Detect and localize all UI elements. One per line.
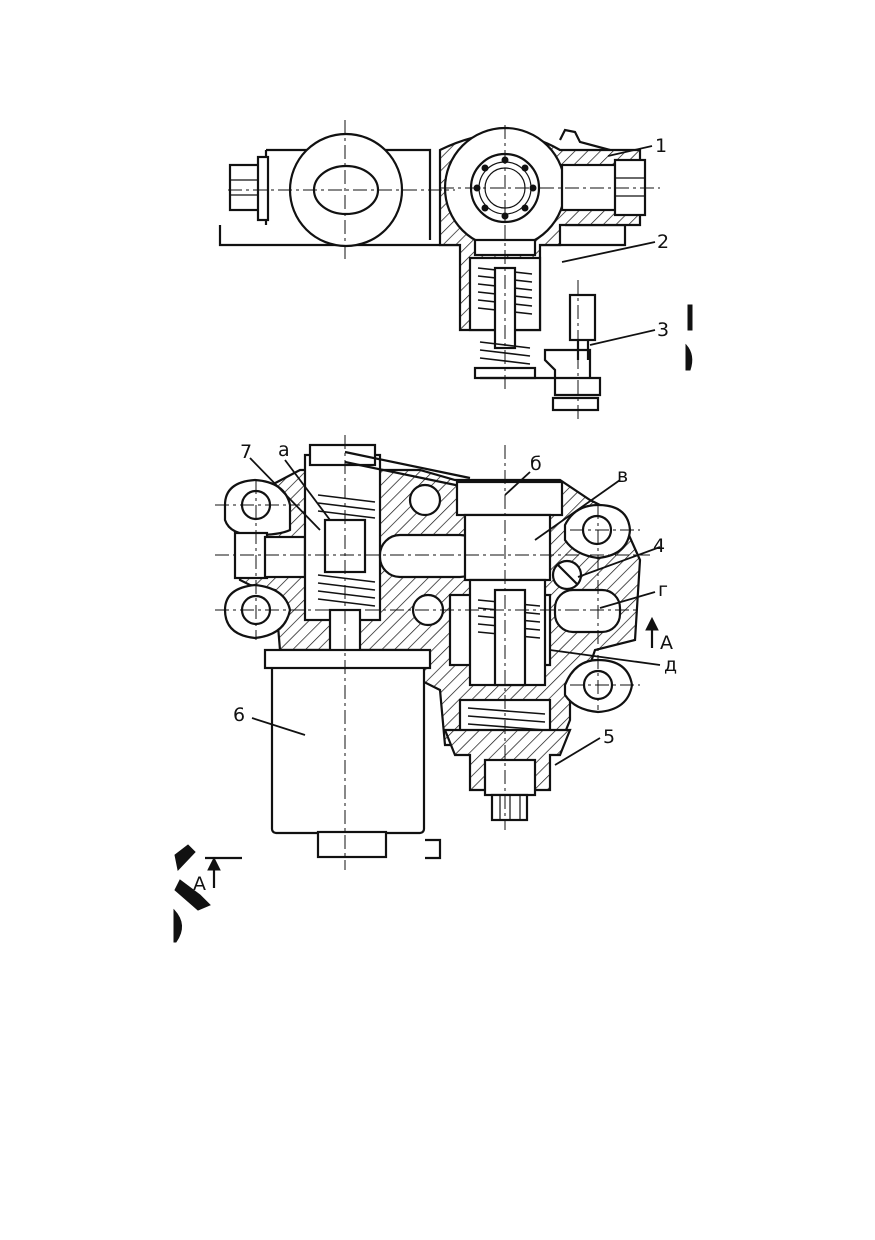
section-arrow-right (645, 616, 659, 648)
leader-lines (249, 145, 661, 766)
connecting-pipe (344, 450, 471, 490)
left-bolt-head (228, 163, 262, 212)
top-view (218, 120, 660, 420)
label-3: 3 (657, 319, 669, 341)
section-label-right: А (660, 632, 673, 654)
label-7: 7 (240, 441, 252, 463)
label-b: б (530, 453, 542, 475)
top-lever (559, 128, 611, 152)
label-1: 1 (655, 135, 667, 157)
label-g: г (658, 579, 668, 601)
scan-artifacts (173, 304, 693, 943)
chamber-b (455, 480, 564, 517)
label-5: 5 (603, 726, 615, 748)
label-4: 4 (653, 535, 665, 557)
port-g (553, 588, 622, 634)
lower-spring-pack (467, 707, 546, 739)
label-v: в (617, 465, 628, 487)
bottom-view (205, 435, 650, 870)
section-label-left: А (193, 873, 206, 895)
label-2: 2 (657, 231, 669, 253)
right-fitting (560, 163, 619, 212)
label-a: а (278, 439, 290, 461)
label-6: 6 (233, 704, 245, 726)
motor-6 (270, 663, 426, 835)
section-arrow-left (207, 856, 221, 888)
label-d: д (664, 654, 677, 676)
bearing-balls (473, 156, 537, 220)
motor-flange (263, 648, 432, 670)
left-valve-spring (317, 494, 376, 607)
lever-arm (480, 348, 602, 397)
